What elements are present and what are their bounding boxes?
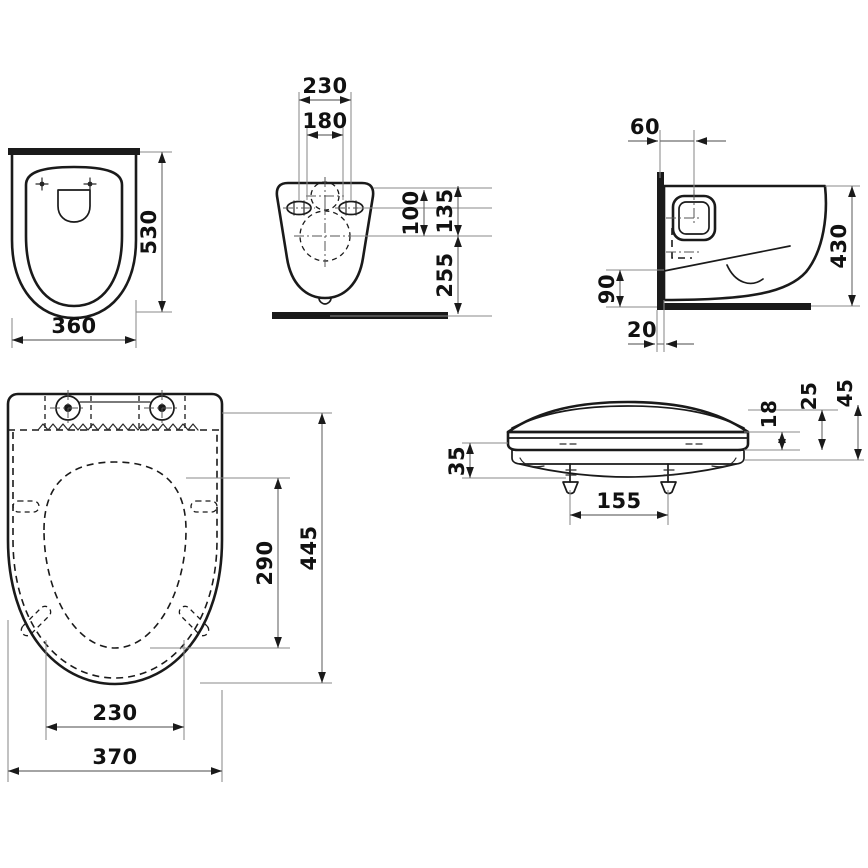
- dimlabel-230-front: 230: [302, 74, 347, 98]
- dimlabel-35: 35: [445, 446, 469, 476]
- dimlabel-290: 290: [253, 540, 277, 585]
- dimlabel-135: 135: [433, 188, 457, 233]
- bumper-lower-left: [20, 605, 52, 637]
- dimlabel-45: 45: [833, 379, 857, 408]
- dimlabel-90: 90: [595, 274, 619, 304]
- pad-left-profile: [519, 457, 545, 468]
- wall-line-top-view: [8, 148, 140, 155]
- seat-ring-outline-hidden: [12, 432, 218, 679]
- seat-cover-crease: [511, 405, 745, 429]
- bumper-lower-right: [178, 605, 210, 637]
- pad-right-profile: [711, 457, 737, 468]
- pan-front-view: 230 180 100 135 255: [272, 74, 492, 319]
- dimlabel-255: 255: [433, 252, 457, 297]
- fixing-bolt-left-front: [283, 200, 315, 216]
- pan-outline-top: [10, 152, 138, 320]
- hidden-fixing-side: [671, 228, 692, 259]
- wall-line-side-view: [657, 172, 664, 310]
- dimlabel-430: 430: [827, 223, 851, 268]
- dimlabel-18: 18: [757, 400, 781, 429]
- fixing-bracket-side: [666, 190, 717, 242]
- pan-bowl-rim-top: [24, 165, 124, 308]
- pan-top-view: 530 360: [8, 148, 172, 348]
- hinge-band-serration: [37, 423, 199, 431]
- dimlabel-360: 360: [51, 314, 96, 338]
- dimlabel-100: 100: [399, 190, 423, 235]
- dimlabel-180: 180: [302, 109, 347, 133]
- floor-line-side-view: [657, 303, 811, 310]
- dimlabel-60: 60: [630, 115, 660, 139]
- seat-underside-line: [519, 463, 737, 478]
- pan-outlet-nub-front: [318, 297, 332, 305]
- dimlabel-25: 25: [797, 382, 821, 411]
- hinge-bolt-right-profile: [660, 463, 677, 495]
- seat-side-view: 155 35 18 25 45: [445, 379, 864, 525]
- bumper-upper-right: [190, 500, 218, 513]
- dimlabel-155: 155: [596, 489, 641, 513]
- hinge-bolt-left-profile: [562, 463, 579, 495]
- hinge-right: [138, 390, 186, 428]
- pan-rim-line-side: [663, 245, 791, 272]
- seat-bumpers: [12, 500, 218, 637]
- seat-top-view: 445 290 230 370: [6, 390, 332, 782]
- dimlabel-230-seat: 230: [92, 701, 137, 725]
- pan-trap-curve-side: [726, 264, 764, 285]
- dimlabel-20: 20: [627, 318, 657, 342]
- seat-cover-profile: [506, 400, 750, 434]
- pan-outline-side: [662, 184, 828, 302]
- fixing-bolt-marks-top: [35, 177, 97, 191]
- hinge-left: [44, 390, 92, 428]
- bumper-upper-left: [12, 500, 40, 513]
- dimlabel-530: 530: [137, 209, 161, 254]
- pan-outline-front: [275, 181, 375, 300]
- pan-flush-inlet-top: [57, 189, 91, 223]
- dimlabel-370: 370: [92, 745, 137, 769]
- dimlabel-445: 445: [297, 525, 321, 570]
- pan-side-view: 60 430 90 20: [595, 115, 860, 352]
